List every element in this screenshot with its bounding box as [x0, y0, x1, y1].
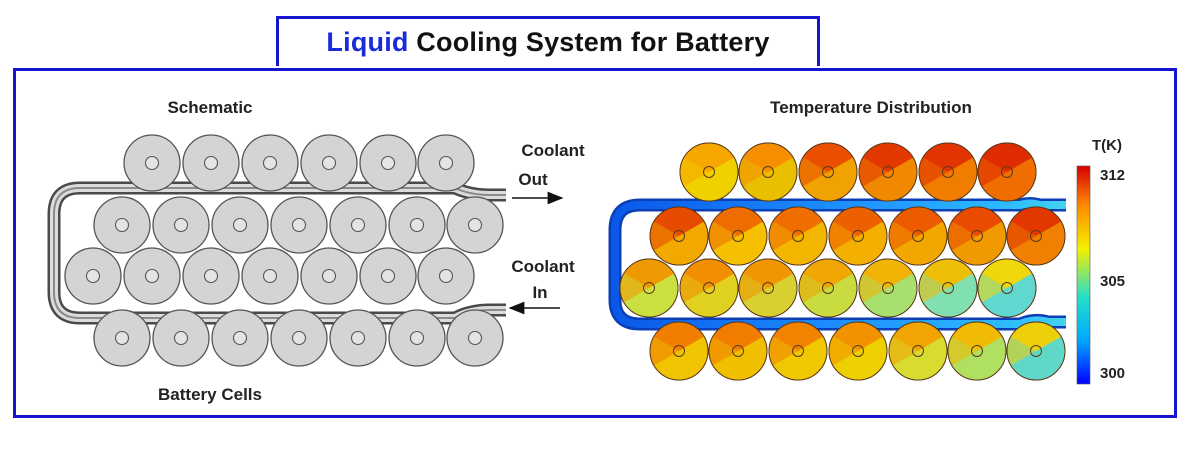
- thermal-cell: [947, 206, 1007, 266]
- battery-cell: [182, 134, 240, 192]
- thermal-cells: [619, 142, 1066, 381]
- coolant-in-label-1: Coolant: [511, 257, 575, 276]
- thermal-cell: [708, 321, 768, 381]
- coolant-out-label-2: Out: [518, 170, 548, 189]
- battery-cell: [123, 247, 181, 305]
- battery-cell: [300, 247, 358, 305]
- thermal-cell: [619, 258, 679, 318]
- thermal-cell: [828, 321, 888, 381]
- thermal-cell: [679, 258, 739, 318]
- battery-cell: [270, 196, 328, 254]
- thermal-cell: [858, 142, 918, 202]
- thermal-cell: [947, 321, 1007, 381]
- thermal-cell: [1006, 206, 1066, 266]
- thermal-cell: [858, 258, 918, 318]
- battery-cell: [417, 247, 475, 305]
- thermal-cell: [888, 206, 948, 266]
- temperature-heading: Temperature Distribution: [770, 98, 972, 117]
- coolant-out-label-1: Coolant: [521, 141, 585, 160]
- thermal-cell: [918, 142, 978, 202]
- battery-cell: [241, 247, 299, 305]
- title-accent: Liquid: [326, 27, 409, 57]
- thermal-cell: [649, 206, 709, 266]
- thermal-cell: [798, 142, 858, 202]
- battery-cell: [270, 309, 328, 367]
- battery-cell: [93, 196, 151, 254]
- thermal-cell: [768, 206, 828, 266]
- battery-cell: [241, 134, 299, 192]
- thermal-cell: [1006, 321, 1066, 381]
- battery-cell: [446, 196, 504, 254]
- thermal-coolant-pipe: [608, 197, 1066, 331]
- battery-cell: [182, 247, 240, 305]
- schematic-heading: Schematic: [167, 98, 252, 117]
- thermal-cell: [977, 142, 1037, 202]
- colorbar-mid-label: 305: [1100, 273, 1125, 290]
- thermal-cell: [888, 321, 948, 381]
- thermal-cell: [738, 142, 798, 202]
- thermal-cell: [798, 258, 858, 318]
- battery-cell: [329, 309, 387, 367]
- schematic-cells: [64, 134, 504, 367]
- battery-cell: [300, 134, 358, 192]
- colorbar-unit: T(K): [1092, 137, 1122, 154]
- title-rest: Cooling System for Battery: [408, 27, 770, 57]
- battery-cell: [64, 247, 122, 305]
- battery-cell: [211, 309, 269, 367]
- battery-cell: [359, 247, 417, 305]
- thermal-cell: [708, 206, 768, 266]
- thermal-cell: [918, 258, 978, 318]
- battery-cell: [329, 196, 387, 254]
- battery-cell: [446, 309, 504, 367]
- battery-cell: [211, 196, 269, 254]
- temperature-colorbar: [1076, 165, 1091, 385]
- colorbar-max-label: 312: [1100, 167, 1125, 184]
- title-box: Liquid Cooling System for Battery: [276, 16, 820, 66]
- colorbar-min-label: 300: [1100, 365, 1125, 382]
- thermal-cell: [977, 258, 1037, 318]
- thermal-cell: [679, 142, 739, 202]
- battery-cell: [417, 134, 475, 192]
- battery-cell: [388, 309, 446, 367]
- battery-cells-label: Battery Cells: [158, 385, 262, 404]
- battery-cell: [152, 196, 210, 254]
- battery-cell: [93, 309, 151, 367]
- battery-cell: [388, 196, 446, 254]
- battery-cell: [123, 134, 181, 192]
- page-title: Liquid Cooling System for Battery: [326, 27, 769, 58]
- battery-cell: [152, 309, 210, 367]
- thermal-cell: [828, 206, 888, 266]
- thermal-cell: [649, 321, 709, 381]
- thermal-cell: [738, 258, 798, 318]
- thermal-cell: [768, 321, 828, 381]
- battery-cell: [359, 134, 417, 192]
- coolant-in-label-2: In: [532, 283, 547, 302]
